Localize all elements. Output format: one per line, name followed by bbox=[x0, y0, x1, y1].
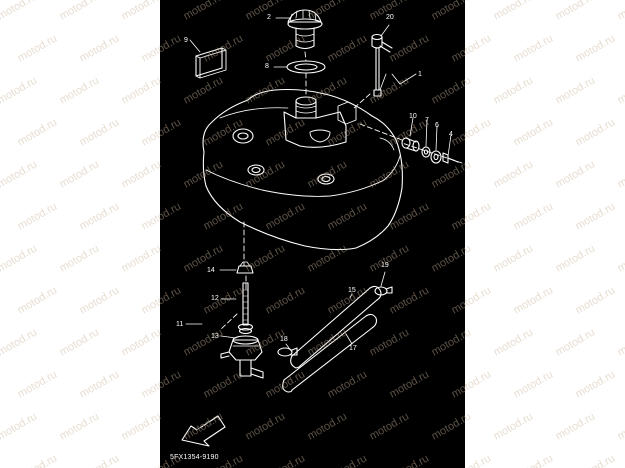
damper-pad bbox=[195, 47, 227, 79]
diagram-code: 5FX1354-9190 bbox=[170, 454, 219, 461]
callout-10: 10 bbox=[409, 113, 417, 120]
leader-lines bbox=[219, 51, 463, 331]
callout-leaders bbox=[185, 17, 452, 353]
fuel-cock bbox=[220, 261, 264, 379]
callout-17: 17 bbox=[349, 345, 357, 352]
callout-6: 6 bbox=[435, 122, 439, 129]
fwd-arrow bbox=[181, 415, 226, 447]
callout-1: 1 bbox=[418, 71, 422, 78]
callout-15: 15 bbox=[348, 287, 356, 294]
fuel-cap bbox=[287, 9, 323, 50]
fuel-tank bbox=[202, 88, 403, 251]
callout-8: 8 bbox=[265, 63, 269, 70]
callout-2: 2 bbox=[267, 14, 271, 21]
fuel-sender bbox=[371, 33, 393, 97]
callout-4: 4 bbox=[449, 131, 453, 138]
fuel-hoses bbox=[282, 285, 382, 393]
callout-11: 11 bbox=[176, 321, 184, 328]
callout-13: 13 bbox=[211, 333, 219, 340]
hose-clips bbox=[277, 286, 393, 357]
callout-20: 20 bbox=[386, 14, 394, 21]
diagram-panel bbox=[160, 0, 465, 468]
callout-12: 12 bbox=[211, 295, 219, 302]
cap-gasket bbox=[286, 60, 326, 74]
callout-9: 9 bbox=[184, 37, 188, 44]
callout-7: 7 bbox=[425, 117, 429, 124]
callout-14: 14 bbox=[207, 267, 215, 274]
callout-18: 18 bbox=[280, 336, 288, 343]
callout-19: 19 bbox=[381, 262, 389, 269]
